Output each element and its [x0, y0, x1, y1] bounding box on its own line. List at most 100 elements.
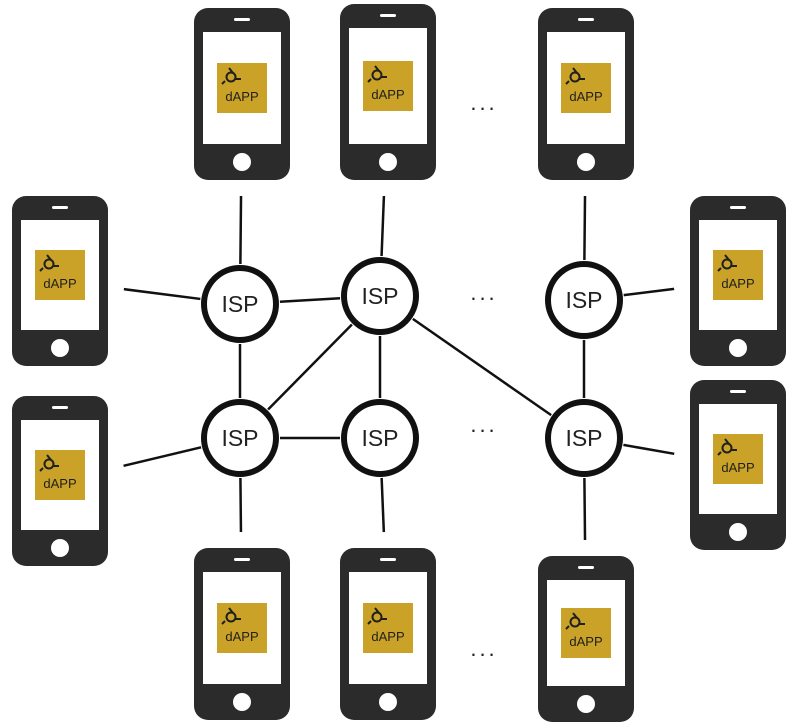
dapp-tile-background — [217, 603, 267, 653]
phone-speaker — [730, 206, 746, 209]
dapp-logo-icon — [367, 65, 387, 83]
dapp-logo-icon — [221, 607, 241, 625]
home-button-icon — [577, 695, 595, 713]
isp-2: ISP — [341, 257, 419, 335]
dapp-label: dAPP — [371, 629, 404, 644]
phone-bottom-3: dAPP — [538, 556, 634, 722]
isp-node-circle — [341, 257, 419, 335]
dapp-label: dAPP — [721, 460, 754, 475]
dapp-label: dAPP — [569, 89, 602, 104]
phone-speaker — [234, 18, 250, 21]
phone-top-1: dAPP — [194, 8, 290, 180]
dapp-logo-icon — [565, 612, 585, 630]
isp-label: ISP — [361, 425, 398, 451]
dapp-tile: dAPP — [363, 61, 413, 111]
phone-speaker — [578, 566, 594, 569]
isp-label: ISP — [221, 291, 258, 317]
connection-isp-2-isp-6 — [412, 317, 552, 417]
phone-bottom-1: dAPP — [194, 548, 290, 720]
home-button-icon — [51, 539, 69, 557]
isp-label: ISP — [361, 283, 398, 309]
dapp-tile-background — [363, 603, 413, 653]
isp-node-circle — [545, 261, 623, 339]
dapp-tile-background — [35, 450, 85, 500]
dapp-logo-icon — [221, 67, 241, 85]
phone-right-1: dAPP — [690, 196, 786, 366]
connection-isp-1-isp-2 — [279, 297, 341, 303]
isp-3: ISP — [545, 261, 623, 339]
dapp-tile-background — [363, 61, 413, 111]
phone-speaker — [52, 406, 68, 409]
dapp-tile: dAPP — [561, 63, 611, 113]
dapp-tile: dAPP — [217, 603, 267, 653]
isp-layer: ISP ISP ISP ISP ISP ISP — [201, 257, 623, 477]
phone-left-1: dAPP — [12, 196, 108, 366]
home-button-icon — [233, 693, 251, 711]
connection-phone-right-1-isp-3 — [623, 287, 675, 297]
dapp-tile: dAPP — [363, 603, 413, 653]
dapp-tile-background — [35, 250, 85, 300]
connection-phone-top-1-isp-1 — [239, 195, 243, 265]
isp-6: ISP — [545, 399, 623, 477]
isp-node-circle — [545, 399, 623, 477]
ellipsis-indicator: ... — [470, 90, 497, 115]
connection-phone-bottom-3-isp-6 — [583, 477, 587, 541]
ellipsis-indicator: ... — [470, 636, 497, 661]
dapp-label: dAPP — [225, 629, 258, 644]
dapp-logo-icon — [717, 254, 737, 272]
connection-phone-bottom-1-isp-4 — [239, 477, 243, 533]
home-button-icon — [729, 339, 747, 357]
connection-phone-top-2-isp-2 — [380, 195, 386, 257]
phones-layer: dAPP dAPP dAPP dAPP dAPP dAPP dAPP dAPP dAPP dAPP — [12, 4, 786, 722]
isp-node-circle — [201, 265, 279, 343]
isp-node-circle — [341, 399, 419, 477]
isp-node-circle — [201, 399, 279, 477]
dapp-tile: dAPP — [35, 450, 85, 500]
dapp-label: dAPP — [721, 276, 754, 291]
dapp-tile-background — [561, 608, 611, 658]
phone-speaker — [380, 558, 396, 561]
dapp-logo-icon — [565, 67, 585, 85]
dapp-logo-icon — [39, 254, 59, 272]
dapp-tile: dAPP — [713, 250, 763, 300]
phone-right-2: dAPP — [690, 380, 786, 550]
home-button-icon — [51, 339, 69, 357]
ellipsis-layer: ............ — [470, 90, 497, 661]
phone-speaker — [730, 390, 746, 393]
dapp-tile: dAPP — [35, 250, 85, 300]
dapp-logo-icon — [367, 607, 387, 625]
dapp-logo-icon — [39, 454, 59, 472]
connection-phone-top-3-isp-3 — [583, 195, 587, 261]
home-button-icon — [379, 153, 397, 171]
dapp-tile: dAPP — [561, 608, 611, 658]
connection-phone-left-2-isp-4 — [123, 446, 202, 468]
connection-isp-2-isp-4 — [267, 323, 353, 411]
phone-top-2: dAPP — [340, 4, 436, 180]
isp-label: ISP — [565, 425, 602, 451]
isp-1: ISP — [201, 265, 279, 343]
isp-label: ISP — [565, 287, 602, 313]
dapp-tile: dAPP — [217, 63, 267, 113]
isp-5: ISP — [341, 399, 419, 477]
dapp-tile-background — [713, 250, 763, 300]
phone-speaker — [380, 14, 396, 17]
home-button-icon — [577, 153, 595, 171]
links-layer — [123, 195, 675, 541]
phone-speaker — [234, 558, 250, 561]
dapp-label: dAPP — [569, 634, 602, 649]
ellipsis-indicator: ... — [470, 280, 497, 305]
ellipsis-indicator: ... — [470, 412, 497, 437]
isp-label: ISP — [221, 425, 258, 451]
dapp-logo-icon — [717, 438, 737, 456]
phone-left-2: dAPP — [12, 396, 108, 566]
dapp-tile-background — [561, 63, 611, 113]
connection-phone-left-1-isp-1 — [123, 287, 201, 301]
dapp-label: dAPP — [371, 87, 404, 102]
phone-speaker — [578, 18, 594, 21]
home-button-icon — [379, 693, 397, 711]
connection-phone-right-2-isp-6 — [623, 443, 675, 456]
phone-top-3: dAPP — [538, 8, 634, 180]
home-button-icon — [729, 523, 747, 541]
dapp-label: dAPP — [43, 476, 76, 491]
